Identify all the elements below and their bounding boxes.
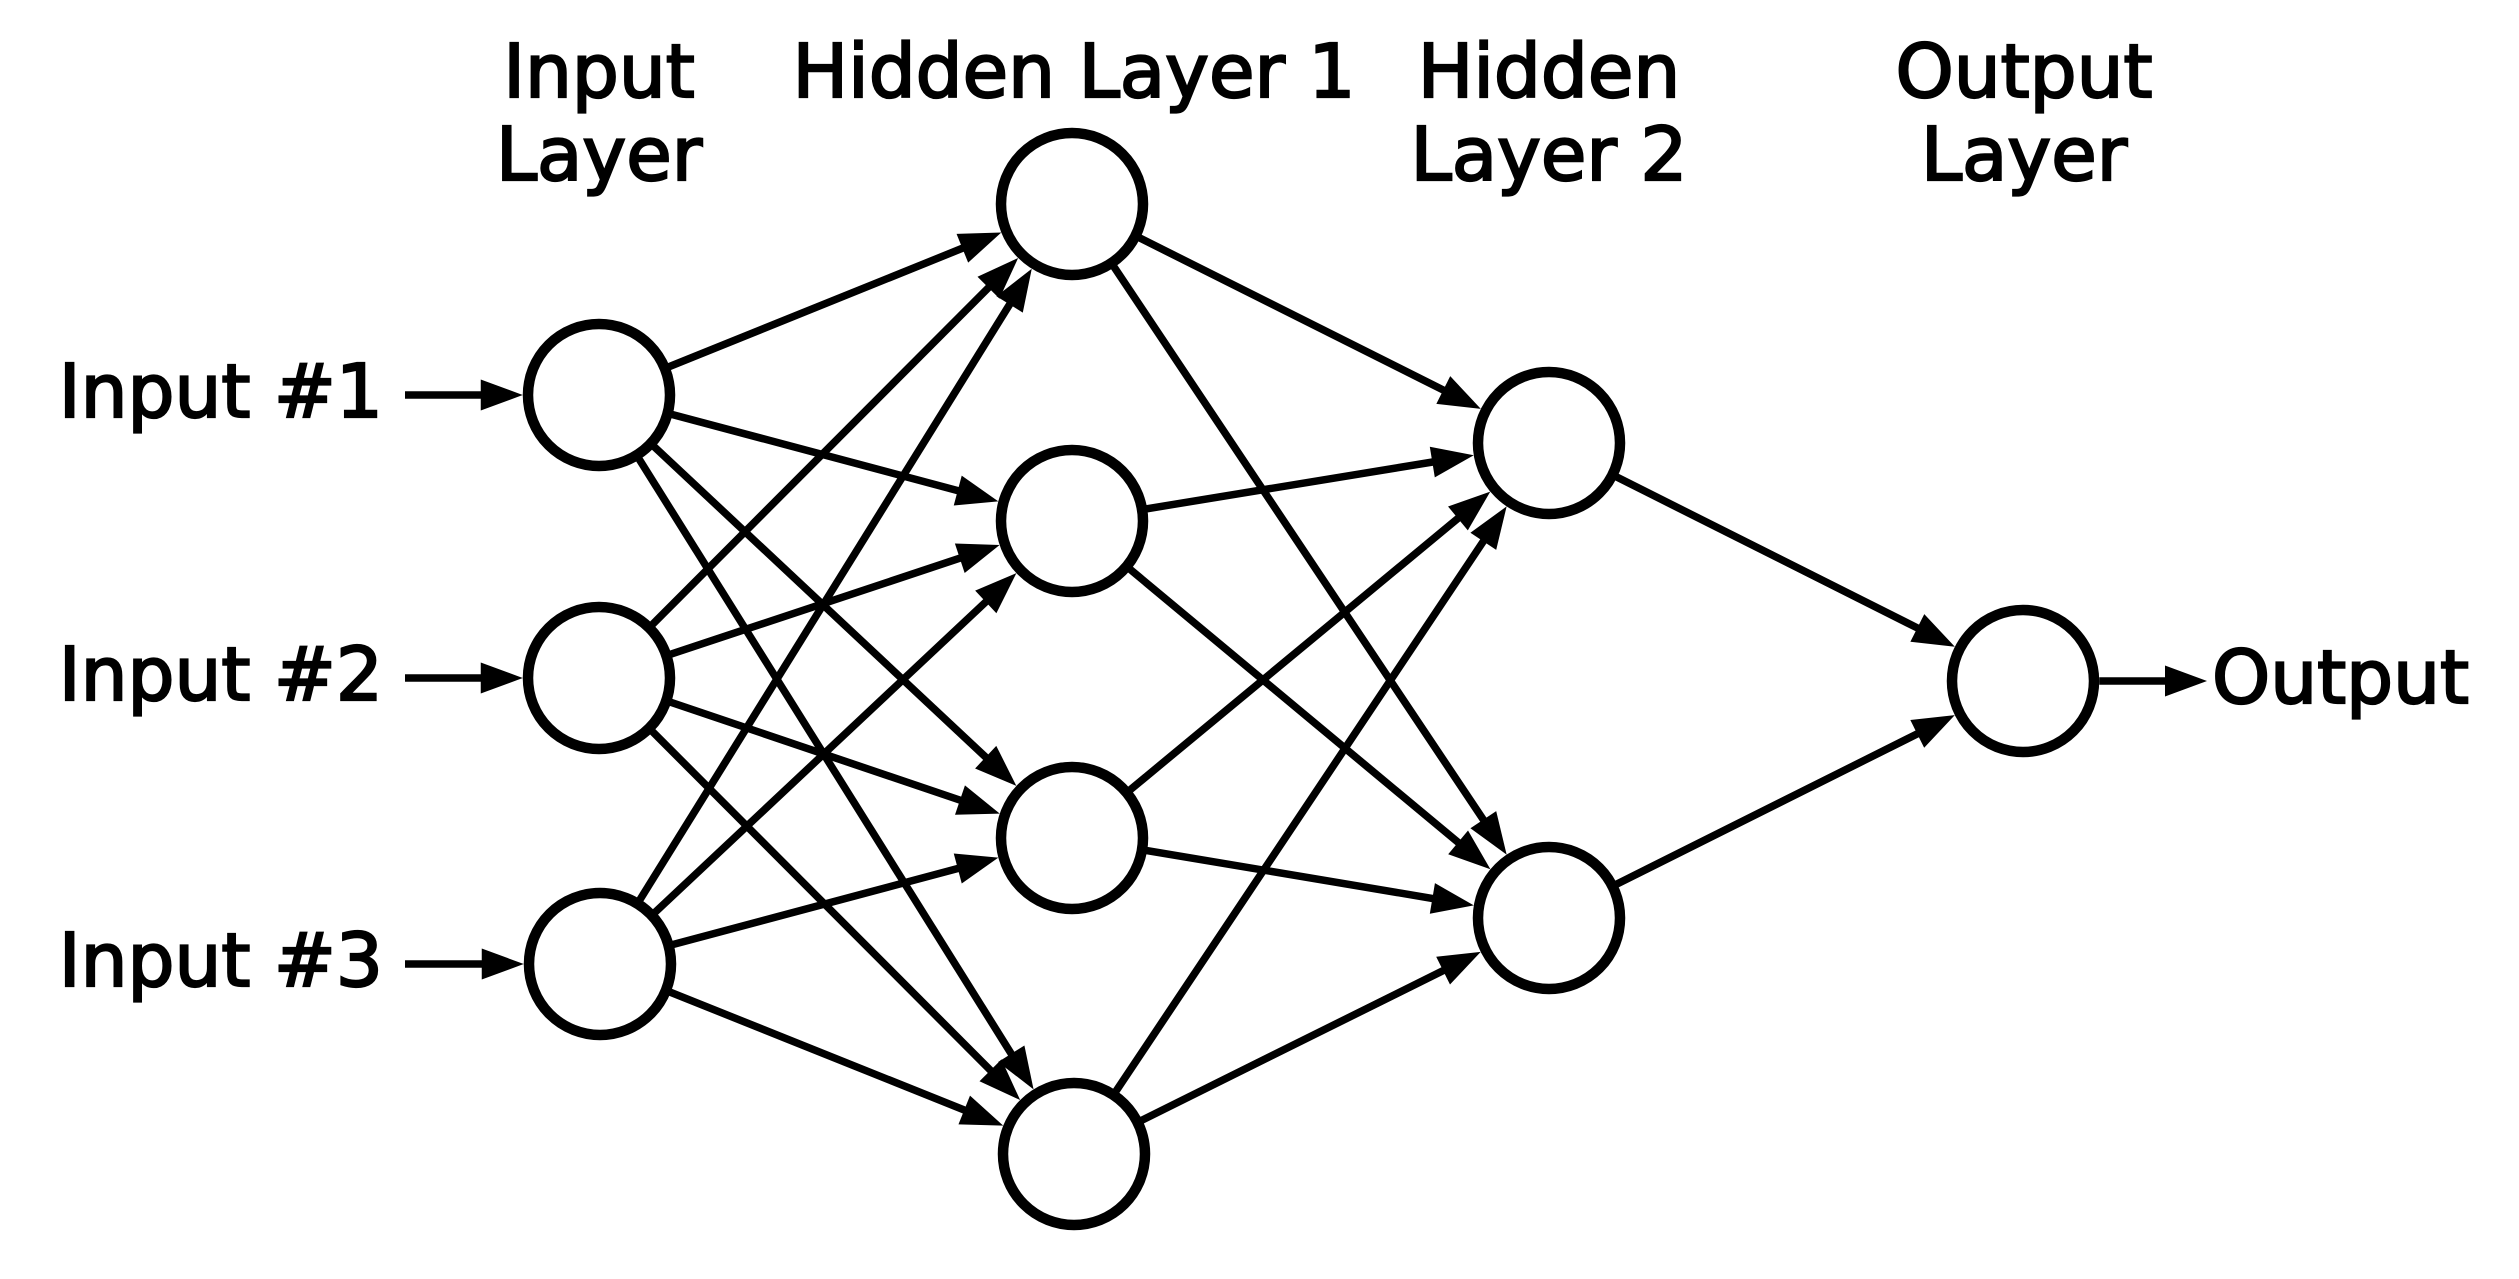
arrowhead-input-3-to-hidden1-4: [958, 1095, 1004, 1126]
arrowhead-hidden1-1-to-hidden2-1: [1436, 376, 1481, 409]
arrowhead-input-1-to-hidden1-3: [975, 745, 1017, 786]
edge-hidden1-3-to-hidden2-1: [1069, 514, 1462, 841]
arrowhead-input-2-to-hidden1-2: [954, 543, 1000, 573]
edge-hidden1-1-to-hidden2-2: [1068, 201, 1488, 824]
output-label: Output: [2212, 635, 2469, 721]
edge-input-1-to-hidden1-3: [596, 392, 990, 762]
arrowhead-hidden1-2-to-hidden2-2: [1448, 830, 1491, 870]
input-label-1: Input #1: [59, 349, 383, 435]
node-hidden1-2: [995, 444, 1149, 598]
header-output-layer-line-2: Layer: [1921, 112, 2128, 198]
arrowhead-input-3-to-hidden1-2: [975, 573, 1017, 614]
arrowhead-hidden1-4-to-hidden2-2: [1436, 951, 1481, 985]
node-input-2: [522, 601, 676, 755]
edge-input-2-to-hidden1-1: [596, 283, 993, 681]
header-hidden-layer-1-line-1: Hidden Layer 1: [792, 29, 1355, 115]
node-input-1: [522, 318, 676, 472]
node-hidden2-1: [1472, 366, 1626, 520]
arrowhead-input-2-to-hidden1-1: [977, 257, 1019, 299]
input-label-2: Input #2: [59, 632, 383, 718]
arrowhead-input-1-to-hidden1-1: [956, 232, 1002, 263]
edge-input-3-to-hidden1-2: [597, 597, 990, 967]
arrowhead-hidden1-3-to-hidden2-2: [1429, 883, 1474, 914]
arrowhead-hidden1-4-to-hidden2-1: [1470, 506, 1507, 550]
node-hidden2-2: [1472, 841, 1626, 995]
input-arrowhead-1: [480, 379, 523, 411]
node-hidden1-4: [997, 1077, 1151, 1231]
header-input-layer-line-2: Layer: [496, 112, 703, 198]
edge-input-3-to-hidden1-1: [596, 300, 1014, 966]
header-hidden-layer-2-line-1: Hidden: [1418, 29, 1681, 115]
arrowhead-hidden2-1-to-output-1: [1910, 614, 1955, 647]
edge-hidden1-4-to-hidden2-1: [1070, 537, 1488, 1157]
input-arrowhead-3: [481, 948, 524, 980]
node-input-3: [523, 887, 677, 1041]
header-hidden-layer-2-line-2: Layer 2: [1411, 112, 1688, 198]
node-hidden1-1: [995, 127, 1149, 281]
arrowhead-input-1-to-hidden1-4: [998, 1045, 1034, 1090]
node-output-1: [1946, 604, 2100, 758]
edge-input-1-to-hidden1-4: [595, 393, 1016, 1058]
arrowhead-input-2-to-hidden1-3: [955, 785, 1000, 815]
output-arrowhead: [2165, 665, 2207, 697]
arrowhead-hidden1-2-to-hidden2-1: [1429, 446, 1474, 478]
header-output-layer-line-1: Output: [1895, 29, 2152, 115]
arrowhead-hidden2-2-to-output-1: [1910, 715, 1955, 748]
arrowhead-hidden1-1-to-hidden2-2: [1470, 811, 1507, 855]
arrowhead-input-3-to-hidden1-3: [953, 853, 999, 884]
node-hidden1-3: [995, 761, 1149, 915]
arrowhead-input-2-to-hidden1-4: [979, 1059, 1021, 1101]
edge-input-2-to-hidden1-4: [596, 675, 995, 1075]
arrowhead-input-1-to-hidden1-2: [953, 475, 999, 506]
input-arrowhead-2: [480, 662, 523, 694]
header-input-layer-line-1: Input: [503, 29, 695, 115]
input-label-3: Input #3: [59, 918, 383, 1004]
arrowhead-input-3-to-hidden1-1: [996, 268, 1032, 313]
arrowhead-hidden1-3-to-hidden2-1: [1448, 491, 1491, 531]
